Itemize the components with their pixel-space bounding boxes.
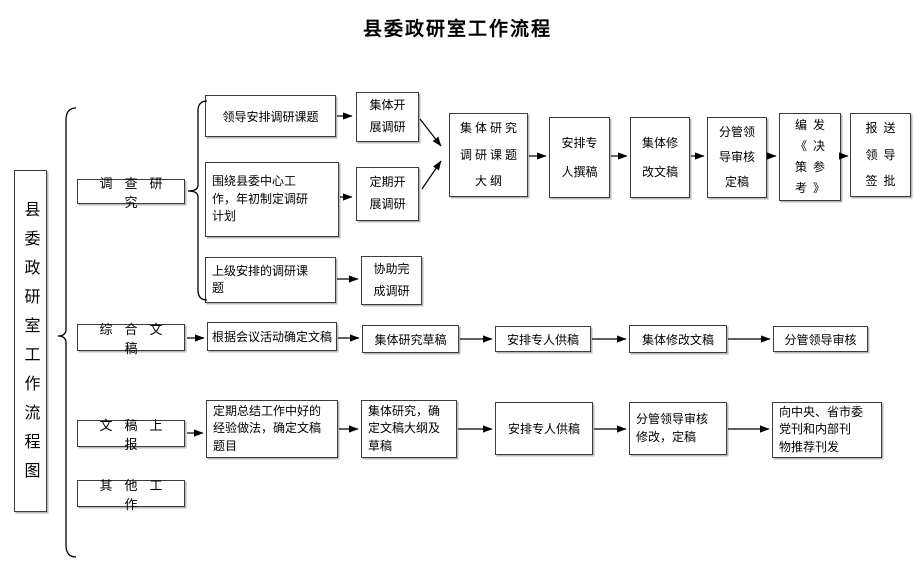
category-box-other: 其他工作	[77, 479, 185, 513]
box-collective-revise-1: 集体修 改文稿	[630, 117, 690, 198]
box-assign-contributor-2: 安排专人供稿	[495, 402, 593, 455]
page-title: 县委政研室工作流程	[362, 18, 552, 40]
box-determine-draft: 根据会议活动确定文稿	[207, 322, 337, 351]
category-box-research: 调查研究	[77, 177, 185, 211]
arrow	[419, 118, 442, 147]
box-collective-revise-2: 集体修改文稿	[629, 325, 727, 353]
box-leader-finalize-2: 分管领导审核 修改，定稿	[629, 402, 727, 455]
box-recommend-publish: 向中央、省市委 党刊和内部刊 物推荐刊发	[772, 402, 882, 458]
box-study-outline-draft: 集体研究，确 定文稿大纲及 草稿	[361, 400, 457, 458]
category-box-reports: 文稿上报	[77, 419, 185, 453]
box-submit-approval: 报送 领导 签批	[850, 113, 911, 197]
box-topic-outline: 集体研究 调研课题 大纲	[449, 113, 528, 197]
box-summarize-experience: 定期总结工作中好的 经验做法，确定文稿 题目	[206, 400, 338, 458]
box-assist-complete: 协助完 成调研	[361, 256, 422, 305]
box-collective-conduct: 集体开 展调研	[356, 92, 419, 142]
box-assign-contributor-1: 安排专人供稿	[495, 326, 591, 352]
category-box-drafts: 综合文稿	[77, 323, 185, 357]
box-collective-study-draft: 集体研究草稿	[362, 325, 459, 353]
box-assign-writer: 安排专 人撰稿	[549, 117, 610, 198]
box-superior-topic: 上级安排的调研课 题	[205, 257, 336, 303]
box-annual-plan: 围绕县委中心工 作，年初制定调研 计划	[205, 162, 339, 237]
box-leader-topic: 领导安排调研课题	[205, 95, 336, 137]
sidebar-title-box: 县委政研室工作流程图	[14, 170, 47, 512]
box-leader-review: 分管领导审核	[773, 326, 868, 352]
box-periodic-conduct: 定期开 展调研	[356, 167, 419, 221]
arrow	[421, 160, 442, 190]
big-brace	[57, 107, 77, 558]
box-leader-finalize-1: 分管领 导审核 定稿	[707, 117, 767, 198]
box-publish-reference: 编发 《决 策参 考》	[779, 113, 841, 201]
